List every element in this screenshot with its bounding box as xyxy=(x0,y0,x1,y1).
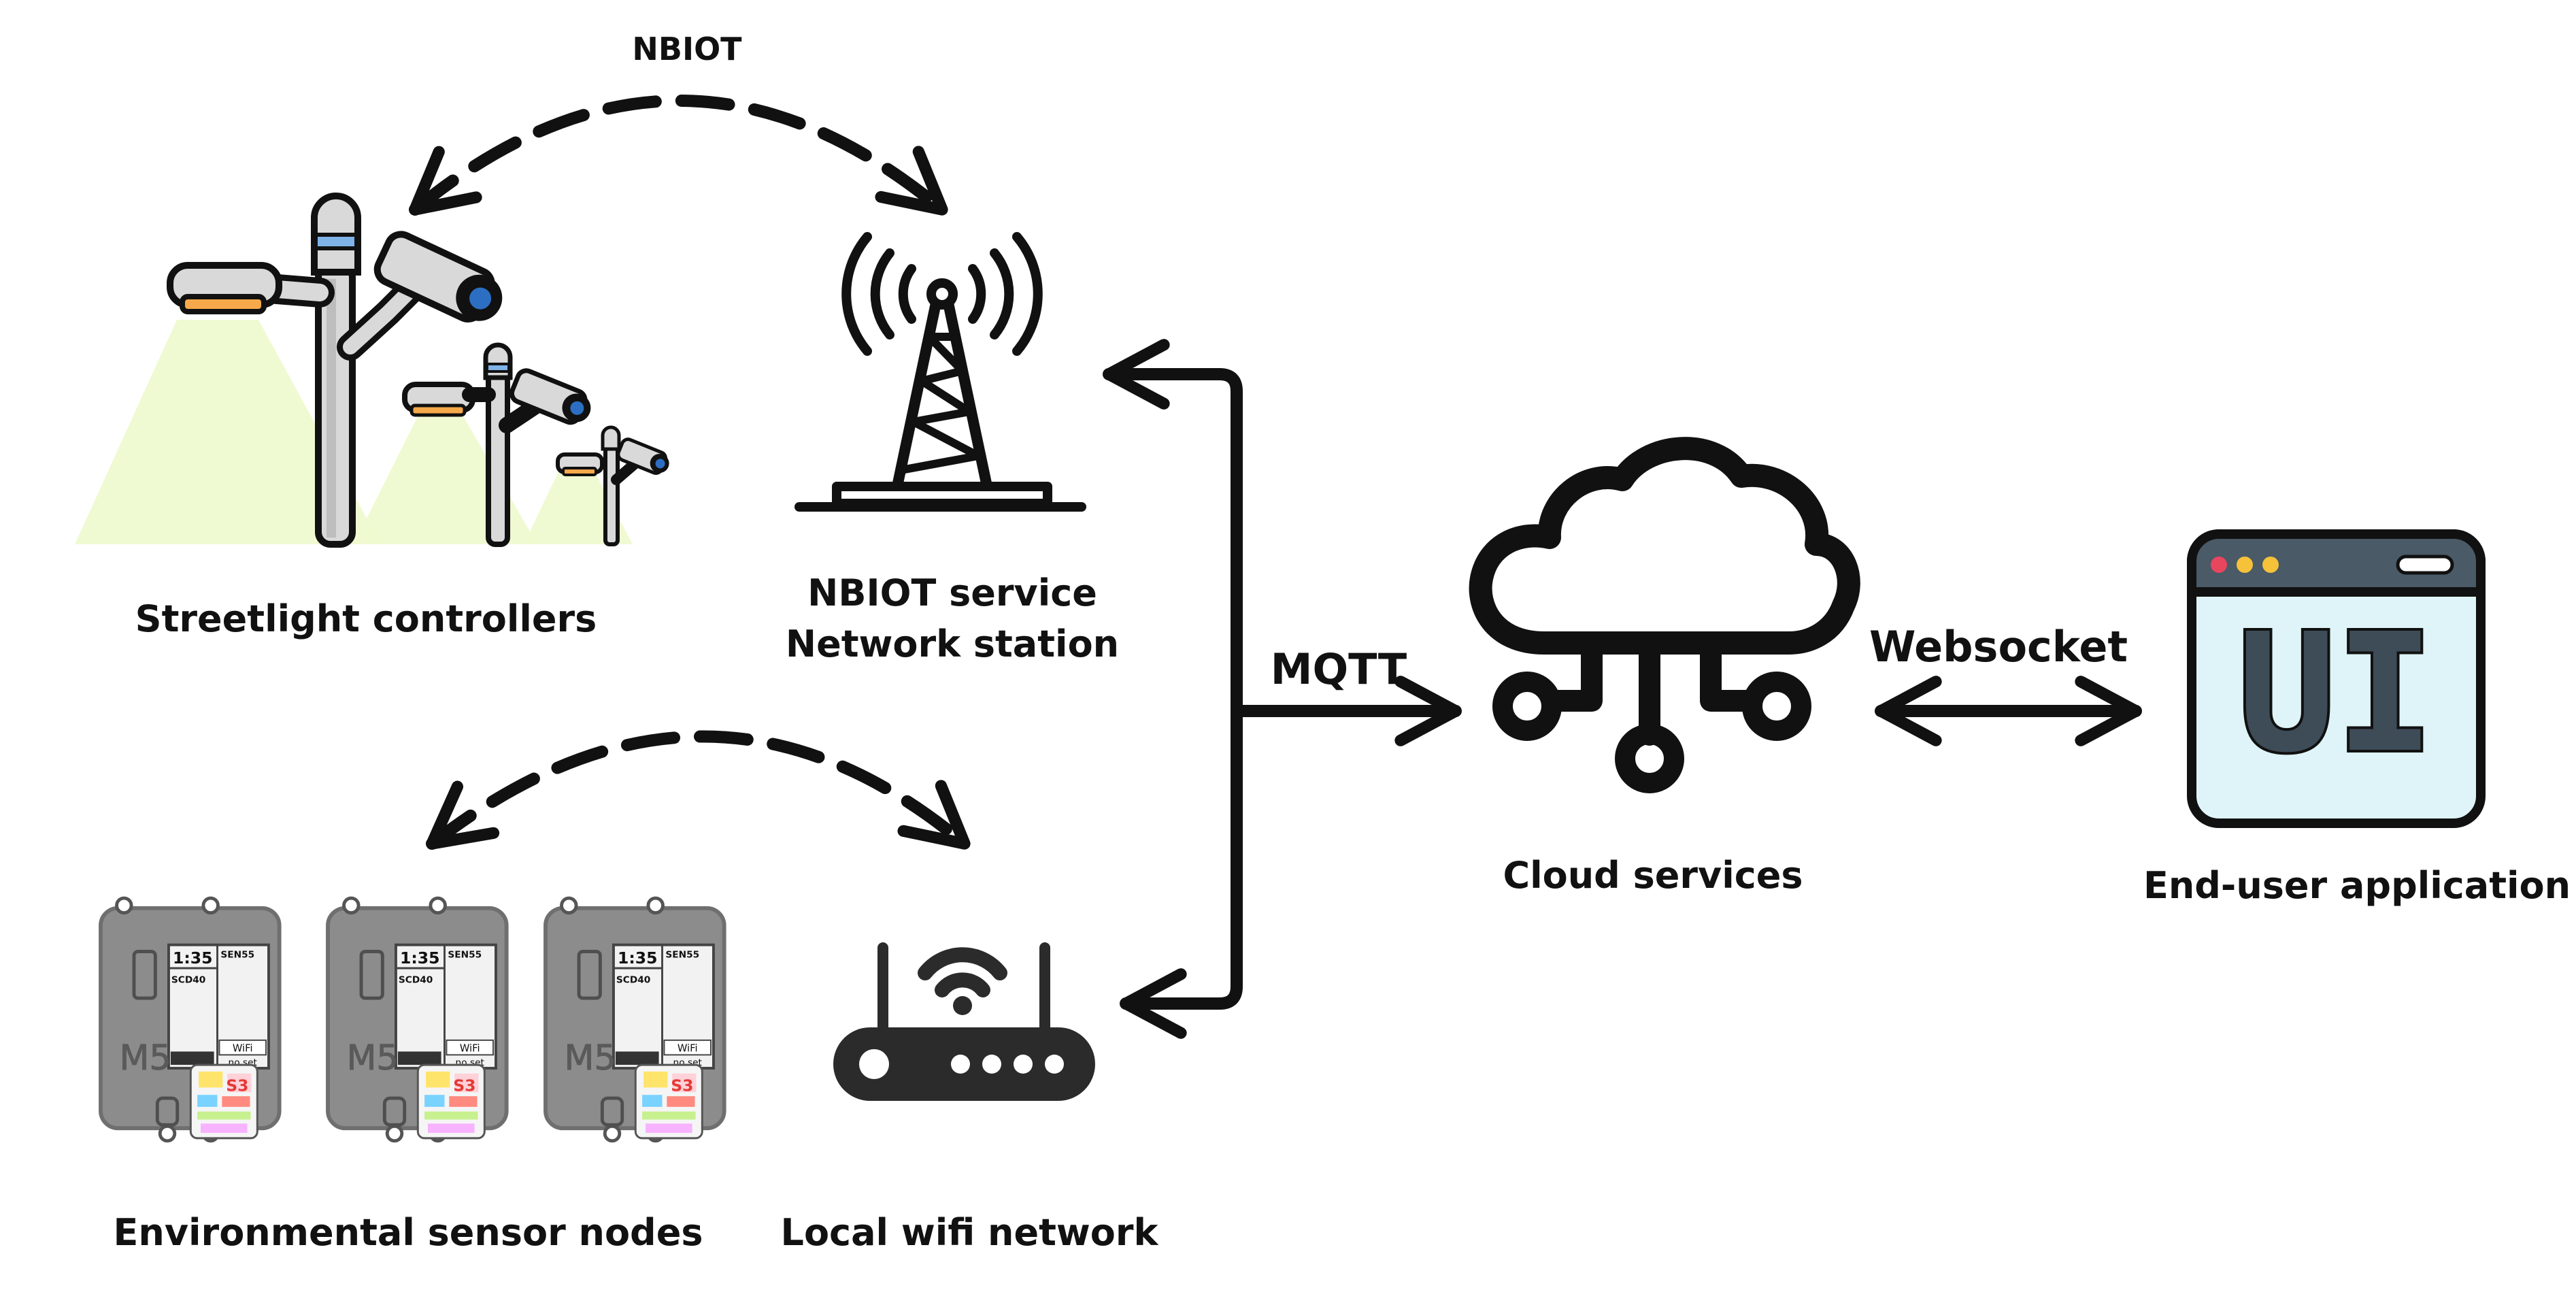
svg-text:SEN55: SEN55 xyxy=(448,949,482,960)
svg-text:WiFi: WiFi xyxy=(460,1043,480,1055)
nbiot-station-label-line2: Network station xyxy=(786,623,1119,665)
svg-text:1:35: 1:35 xyxy=(400,948,440,968)
wifi-network-label: Local wifi network xyxy=(781,1211,1159,1254)
svg-text:1:35: 1:35 xyxy=(618,948,658,968)
nbiot-link-arrow xyxy=(409,95,948,216)
svg-text:SCD40: SCD40 xyxy=(616,975,650,986)
mqtt-tower-arrow xyxy=(1103,339,1243,717)
connectors xyxy=(409,95,2142,1039)
websocket-label: Websocket xyxy=(1869,622,2128,672)
streetlight-controllers-icon xyxy=(75,193,669,548)
wifi-link-arrow xyxy=(426,730,971,850)
ui-window-icon: UI xyxy=(2187,529,2486,828)
svg-text:SEN55: SEN55 xyxy=(220,949,254,960)
sensor-device-icon: 1:35 SCD40 SEN55 WiFi no set M5 S3 xyxy=(99,896,282,1143)
svg-text:1:35: 1:35 xyxy=(173,948,213,968)
mqtt-router-arrow xyxy=(1120,705,1243,1039)
svg-text:SEN55: SEN55 xyxy=(665,949,699,960)
svg-text:S3: S3 xyxy=(453,1076,475,1095)
nbiot-station-label-line1: NBIOT service xyxy=(807,572,1097,614)
streetlight-label: Streetlight controllers xyxy=(135,597,597,640)
sensor-device-icon: 1:35 SCD40 SEN55 WiFi no set M5 S3 xyxy=(543,896,726,1143)
svg-text:M5: M5 xyxy=(564,1038,616,1078)
svg-text:WiFi: WiFi xyxy=(678,1043,698,1055)
nbiot-tower-icon xyxy=(794,232,1086,512)
wifi-router-icon xyxy=(833,942,1095,1101)
ui-window-text: UI xyxy=(2238,598,2435,789)
end-user-label: End-user application xyxy=(2143,864,2571,907)
svg-text:S3: S3 xyxy=(226,1076,248,1095)
svg-text:M5: M5 xyxy=(119,1038,171,1078)
sensor-device-icon: 1:35 SCD40 SEN55 WiFi no set M5 S3 xyxy=(326,896,509,1143)
svg-text:SCD40: SCD40 xyxy=(399,975,433,986)
svg-text:WiFi: WiFi xyxy=(233,1043,253,1055)
cloud-services-icon xyxy=(1469,437,1860,793)
cloud-services-label: Cloud services xyxy=(1503,854,1803,897)
svg-text:SCD40: SCD40 xyxy=(171,975,205,986)
svg-text:M5: M5 xyxy=(346,1038,398,1078)
mqtt-label: MQTT xyxy=(1271,644,1407,694)
nbiot-link-label: NBIOT xyxy=(632,31,742,67)
sensor-nodes-label: Environmental sensor nodes xyxy=(114,1211,703,1254)
svg-text:S3: S3 xyxy=(671,1076,693,1095)
